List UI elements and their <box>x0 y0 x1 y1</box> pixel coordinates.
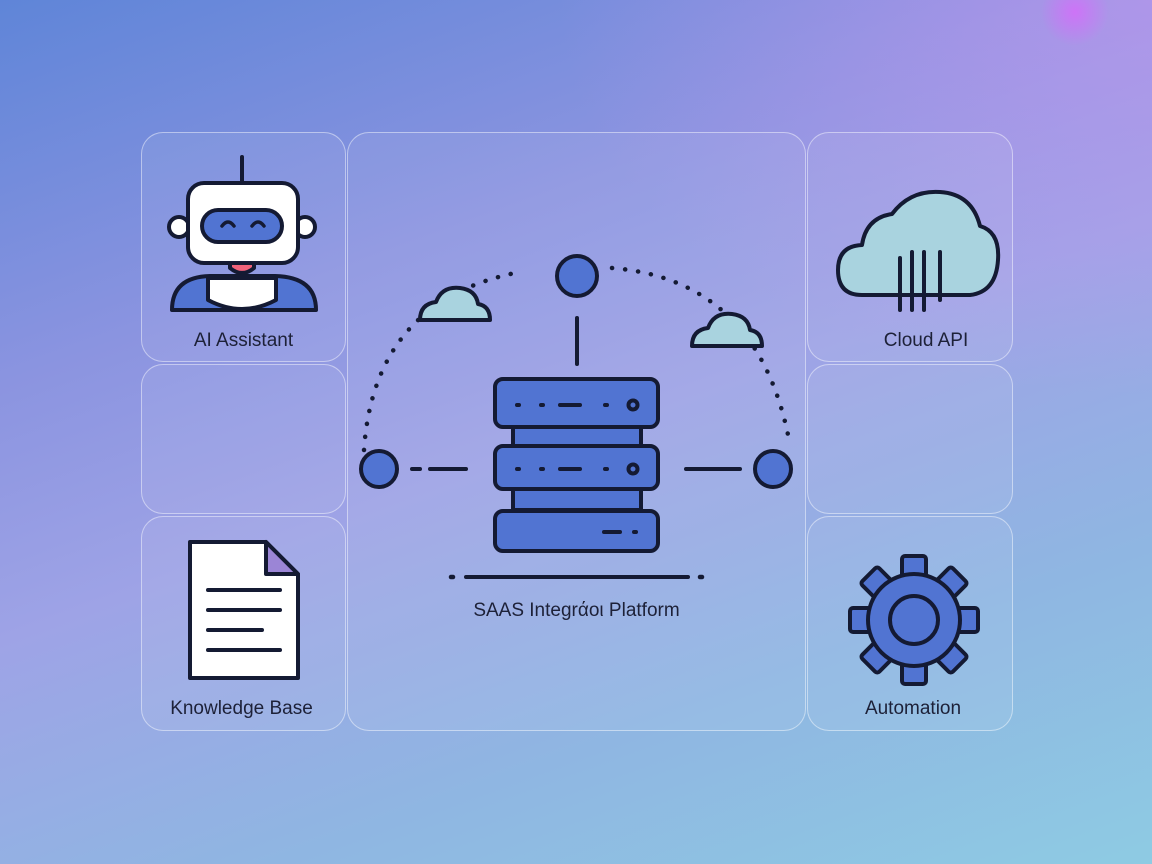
platform-label: SAAS Integrάoι Platform <box>473 600 680 621</box>
left-middle-panel <box>141 364 346 514</box>
small-cloud-left-icon <box>418 285 492 322</box>
knowledge-base-label: Knowledge Base <box>170 698 313 719</box>
cloud-icon <box>836 189 1001 312</box>
automation-label: Automation <box>864 698 962 719</box>
cloud-api-label: Cloud API <box>883 330 969 351</box>
gear-icon <box>848 554 980 686</box>
small-cloud-right-icon <box>690 311 764 348</box>
left-node <box>359 449 399 489</box>
server-stack-icon <box>493 377 660 553</box>
right-middle-panel <box>807 364 1013 514</box>
document-icon <box>188 540 300 680</box>
ai-assistant-label: AI Assistant <box>193 330 294 351</box>
top-node <box>555 254 599 298</box>
robot-icon <box>167 155 318 312</box>
right-node <box>753 449 793 489</box>
